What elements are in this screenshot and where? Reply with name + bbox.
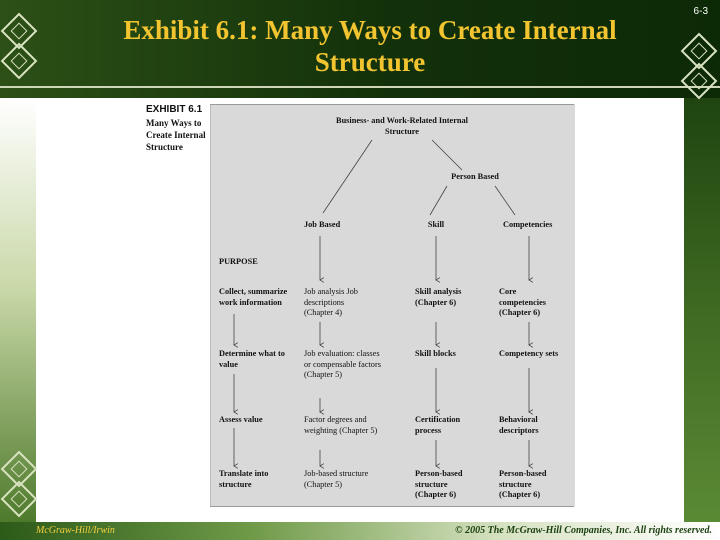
job-row-4: Job-based structure (Chapter 5) (304, 469, 369, 489)
node-competencies: Competencies (503, 220, 553, 229)
purpose-row-1: Collect, summarize work information (219, 287, 288, 307)
footer-band (0, 522, 720, 540)
exhibit-caption: Many Ways to Create Internal Structure (146, 118, 206, 152)
connector-person-competencies (494, 185, 516, 216)
connector-person-skill (429, 185, 448, 216)
purpose-row-2: Determine what to value (219, 349, 285, 369)
purpose-heading: PURPOSE (219, 257, 258, 266)
footer-copyright: © 2005 The McGraw-Hill Companies, Inc. A… (455, 525, 712, 536)
diagram-panel (210, 104, 575, 506)
footer-publisher: McGraw-Hill/Irwin (36, 525, 115, 536)
competency-row-3: Behavioral descriptors (499, 415, 539, 435)
competency-row-4: Person-based structure (Chapter 6) (499, 469, 547, 500)
job-row-3: Factor degrees and weighting (Chapter 5) (304, 415, 378, 435)
skill-row-1: Skill analysis (Chapter 6) (415, 287, 462, 307)
node-skill: Skill (427, 220, 445, 229)
connector-root-person (431, 139, 463, 171)
slide-number: 6-3 (693, 6, 708, 17)
exhibit-caption-block: EXHIBIT 6.1 Many Ways to Create Internal… (146, 104, 208, 153)
job-row-2: Job evaluation: classes or compensable f… (304, 349, 381, 380)
panel-top-rule (210, 104, 574, 105)
skill-row-2: Skill blocks (415, 349, 456, 358)
skill-row-4: Person-based structure (Chapter 6) (415, 469, 463, 500)
node-root: Business- and Work-Related Internal Stru… (336, 116, 468, 136)
purpose-row-4: Translate into structure (219, 469, 269, 489)
right-band (684, 98, 720, 522)
exhibit-label: EXHIBIT 6.1 (146, 104, 203, 115)
connector-root-job (322, 139, 373, 214)
job-row-1: Job analysis Job descriptions (Chapter 4… (304, 287, 358, 318)
panel-bottom-rule (210, 506, 574, 507)
competency-row-1: Core competencies (Chapter 6) (499, 287, 546, 318)
title-rule (0, 86, 720, 88)
node-person-based: Person Based (451, 172, 499, 181)
node-job-based: Job Based (304, 220, 341, 229)
title-band (0, 0, 720, 98)
competency-row-2: Competency sets (499, 349, 559, 358)
slide-title: Exhibit 6.1: Many Ways to Create Interna… (123, 15, 617, 77)
skill-row-3: Certification process (415, 415, 461, 435)
purpose-row-3: Assess value (219, 415, 263, 424)
